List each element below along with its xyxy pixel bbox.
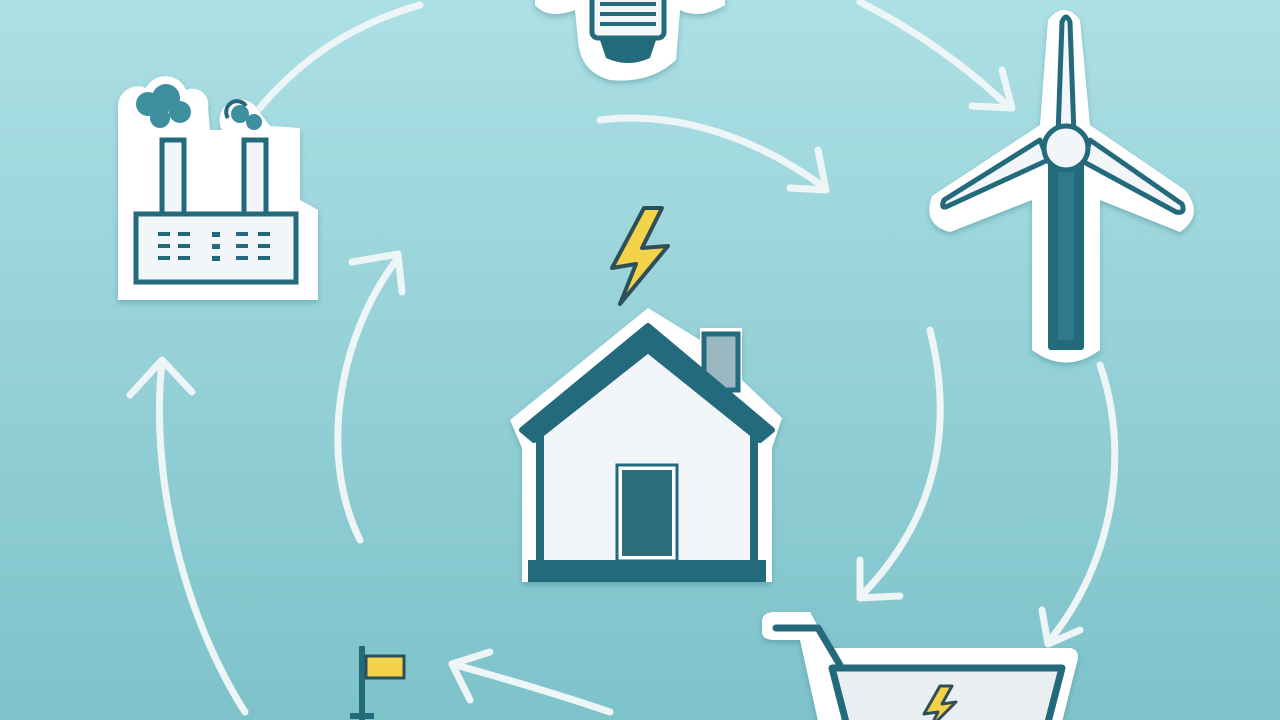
lightbulb-icon (535, 0, 725, 81)
arrowhead-inner-bottom (448, 648, 494, 704)
lightning-bolt-icon (610, 206, 670, 306)
arrow-outer-top-right (856, 0, 1014, 112)
house-icon (510, 308, 782, 582)
arrowhead-inner-left (348, 250, 406, 296)
shopping-cart-icon (762, 612, 1078, 720)
arrow-inner-bottom (448, 660, 614, 716)
arrow-inner-top (596, 114, 829, 192)
factory-icon (117, 76, 318, 300)
cart-lightning-bolt-icon (922, 684, 958, 720)
arrowhead-inner-top (786, 146, 830, 194)
arrow-outer-right (1046, 361, 1119, 644)
arrow-outer-left (155, 358, 249, 716)
arrowhead-outer-right (1038, 606, 1084, 648)
arrow-inner-left (334, 254, 402, 544)
arrowhead-outer-left (126, 356, 196, 399)
wind-turbine-icon (929, 10, 1194, 363)
cycle-arrows (126, 0, 1119, 716)
flag-icon (350, 646, 406, 720)
arrowhead-outer-top-right (968, 66, 1016, 112)
arrow-inner-right (858, 326, 944, 599)
arrow-outer-top-left (254, 1, 424, 114)
arrowhead-inner-right (856, 556, 904, 602)
